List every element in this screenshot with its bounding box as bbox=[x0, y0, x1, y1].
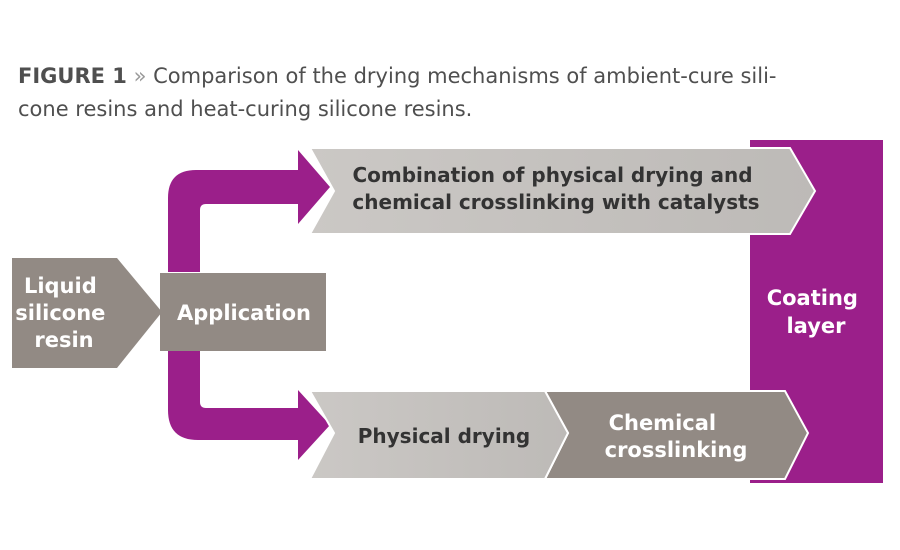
chemical-crosslinking-arrow bbox=[543, 390, 810, 480]
caption-separator: » bbox=[133, 64, 147, 88]
coating-layer-label: Coating layer bbox=[767, 286, 866, 338]
application-box bbox=[160, 273, 326, 351]
physical-drying-label: Physical drying bbox=[358, 424, 531, 448]
combined-process-arrow bbox=[308, 147, 817, 235]
caption-text-line2: cone resins and heat-curing silicone res… bbox=[18, 97, 473, 121]
input-label-line2: silicone bbox=[15, 301, 105, 325]
coating-layer-line1: Coating bbox=[767, 286, 858, 310]
input-label-line3: resin bbox=[34, 328, 93, 352]
physical-drying-arrow bbox=[308, 390, 570, 480]
combined-process-line1: Combination of physical drying and bbox=[352, 163, 752, 187]
figure-label: FIGURE 1 bbox=[18, 64, 127, 88]
combined-process-label: Combination of physical drying and chemi… bbox=[352, 163, 759, 214]
figure-caption: FIGURE 1 » Comparison of the drying mech… bbox=[18, 60, 888, 126]
bottom-flow-arrow bbox=[168, 348, 330, 460]
coating-layer-line2: layer bbox=[786, 314, 846, 338]
input-label-line1: Liquid bbox=[24, 274, 97, 298]
liquid-silicone-resin-arrow bbox=[12, 258, 162, 368]
chemical-crosslinking-line1: Chemical bbox=[609, 411, 717, 435]
combined-process-line2: chemical crosslinking with catalysts bbox=[352, 190, 759, 214]
chemical-crosslinking-label: Chemical crosslinking bbox=[605, 411, 748, 462]
input-label: Liquid silicone resin bbox=[15, 274, 112, 352]
top-flow-arrow bbox=[168, 150, 330, 272]
application-label: Application bbox=[177, 301, 311, 325]
caption-text-line1: Comparison of the drying mechanisms of a… bbox=[153, 64, 777, 88]
chemical-crosslinking-line2: crosslinking bbox=[605, 438, 748, 462]
